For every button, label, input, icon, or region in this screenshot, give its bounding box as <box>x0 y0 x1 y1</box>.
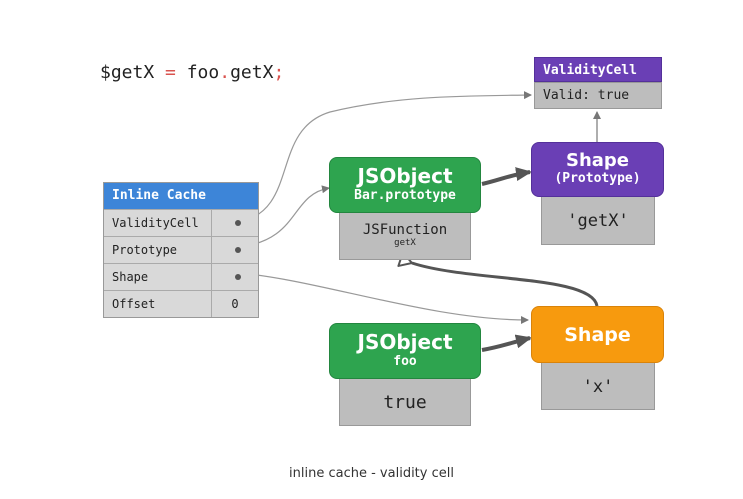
ic-row-validitycell: ValidityCell <box>104 209 258 236</box>
inline-cache-title: Inline Cache <box>104 183 258 209</box>
foo-object-body: true <box>339 375 471 426</box>
proto-object-subtitle: Bar.prototype <box>354 188 456 203</box>
code-lhs: $getX <box>100 62 155 83</box>
figure-caption: inline cache - validity cell <box>289 466 454 481</box>
foo-shape-node: Shape <box>531 306 664 363</box>
ic-row-label: Prototype <box>112 243 178 257</box>
ic-row-value: 0 <box>211 291 258 317</box>
proto-shape-title: Shape <box>565 150 630 171</box>
proto-object-node: JSObject Bar.prototype <box>329 157 481 213</box>
ic-row-prototype: Prototype <box>104 236 258 263</box>
ic-row-value <box>211 210 258 236</box>
proto-shape-node: Shape (Prototype) <box>531 142 664 197</box>
ic-row-label: Offset <box>112 297 156 311</box>
proto-shape-body: 'getX' <box>541 194 655 245</box>
proto-shape-subtitle: (Prototype) <box>554 171 641 186</box>
edge-shape-prototype <box>412 263 599 307</box>
inline-cache-table: Inline Cache ValidityCell Prototype Shap… <box>103 182 259 318</box>
edge-ic-validitycell <box>238 91 532 223</box>
validity-cell-value: Valid: true <box>534 82 662 109</box>
proto-object-body-sub: getX <box>394 238 416 248</box>
proto-object-body-main: JSFunction <box>362 222 448 238</box>
ic-row-label: Shape <box>112 270 149 284</box>
pointer-dot-icon <box>235 247 241 253</box>
edge-proto-shape <box>481 167 532 186</box>
ic-row-label: ValidityCell <box>112 216 199 230</box>
foo-shape-body: 'x' <box>541 360 655 410</box>
code-object: foo <box>186 62 220 83</box>
foo-object-subtitle: foo <box>393 354 417 369</box>
ic-row-value <box>211 264 258 290</box>
code-dot: . <box>219 62 231 83</box>
code-property: getX <box>230 62 274 83</box>
pointer-dot-icon <box>235 220 241 226</box>
code-line: $getX = foo.getX; <box>100 62 284 83</box>
foo-object-node: JSObject foo <box>329 323 481 379</box>
validity-cell-title: ValidityCell <box>534 57 662 82</box>
code-semicolon: ; <box>273 62 285 83</box>
edge-foo-shape <box>481 334 532 352</box>
ic-row-shape: Shape <box>104 263 258 290</box>
code-equals: = <box>165 62 176 83</box>
proto-object-title: JSObject <box>357 164 453 188</box>
proto-object-body: JSFunction getX <box>339 207 471 260</box>
ic-row-value <box>211 237 258 263</box>
pointer-dot-icon <box>235 274 241 280</box>
edge-ic-shape <box>238 272 529 324</box>
foo-object-title: JSObject <box>357 330 453 354</box>
ic-row-offset: Offset 0 <box>104 290 258 317</box>
